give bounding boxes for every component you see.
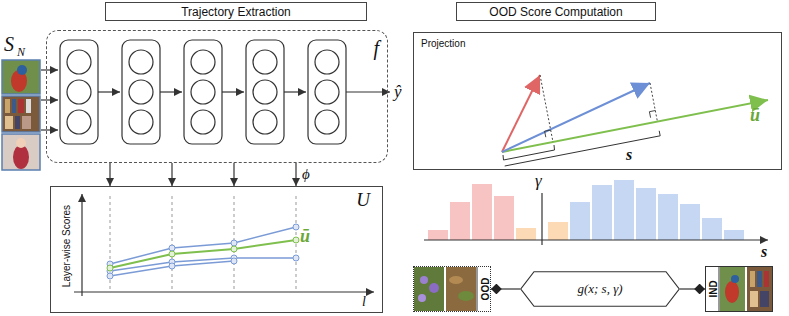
ood-images — [414, 267, 477, 311]
node-text: Trajectory Extraction — [181, 5, 291, 19]
dataset-symbol: S — [4, 33, 14, 56]
mean-trajectory: ū — [300, 226, 310, 247]
section-header: Trajectory Extraction — [105, 2, 367, 21]
side-label: OOD — [480, 278, 491, 301]
connector — [680, 288, 705, 289]
connector — [171, 163, 172, 186]
projection-vectors — [502, 75, 768, 166]
mean-trajectory: ū — [750, 105, 760, 126]
trajectory-points — [107, 224, 299, 279]
network-arrows — [41, 70, 390, 130]
threshold-symbol: γ — [535, 171, 542, 191]
connector — [491, 288, 520, 289]
node-text: g(x; s, γ) — [577, 281, 622, 297]
connector — [233, 163, 234, 186]
chart-axes — [74, 194, 374, 296]
chart-gridlines — [110, 196, 296, 292]
score-symbol: s — [761, 243, 767, 261]
axis-label: Layer-wise Scores — [61, 205, 72, 287]
side-label: IND — [708, 280, 719, 297]
score-symbol: s — [626, 146, 632, 164]
node-text: OOD Score Computation — [489, 5, 622, 19]
score-function: g(x; s, γ) — [520, 271, 680, 307]
ind-images — [719, 266, 772, 312]
edge-label: ϕ — [301, 167, 311, 182]
histogram — [424, 180, 768, 245]
network-box: f — [46, 30, 388, 163]
trajectories — [110, 227, 296, 276]
chart-panel: U — [50, 186, 383, 313]
hexagon-outline — [521, 272, 680, 307]
connector — [295, 163, 296, 186]
node-text: f — [373, 37, 379, 60]
subscript: N — [17, 45, 25, 60]
node-text: Projection — [421, 38, 465, 49]
ood-image-box: OOD — [413, 266, 491, 312]
output-symbol: ŷ — [394, 82, 402, 102]
ind-image-box: IND — [705, 266, 773, 312]
axis-label: l — [362, 294, 366, 310]
network-layers — [60, 40, 346, 144]
projection-panel: Projection — [413, 32, 782, 170]
node-text: U — [356, 189, 370, 211]
connector — [109, 163, 110, 186]
section-header: OOD Score Computation — [456, 2, 656, 21]
input-images — [2, 60, 40, 170]
